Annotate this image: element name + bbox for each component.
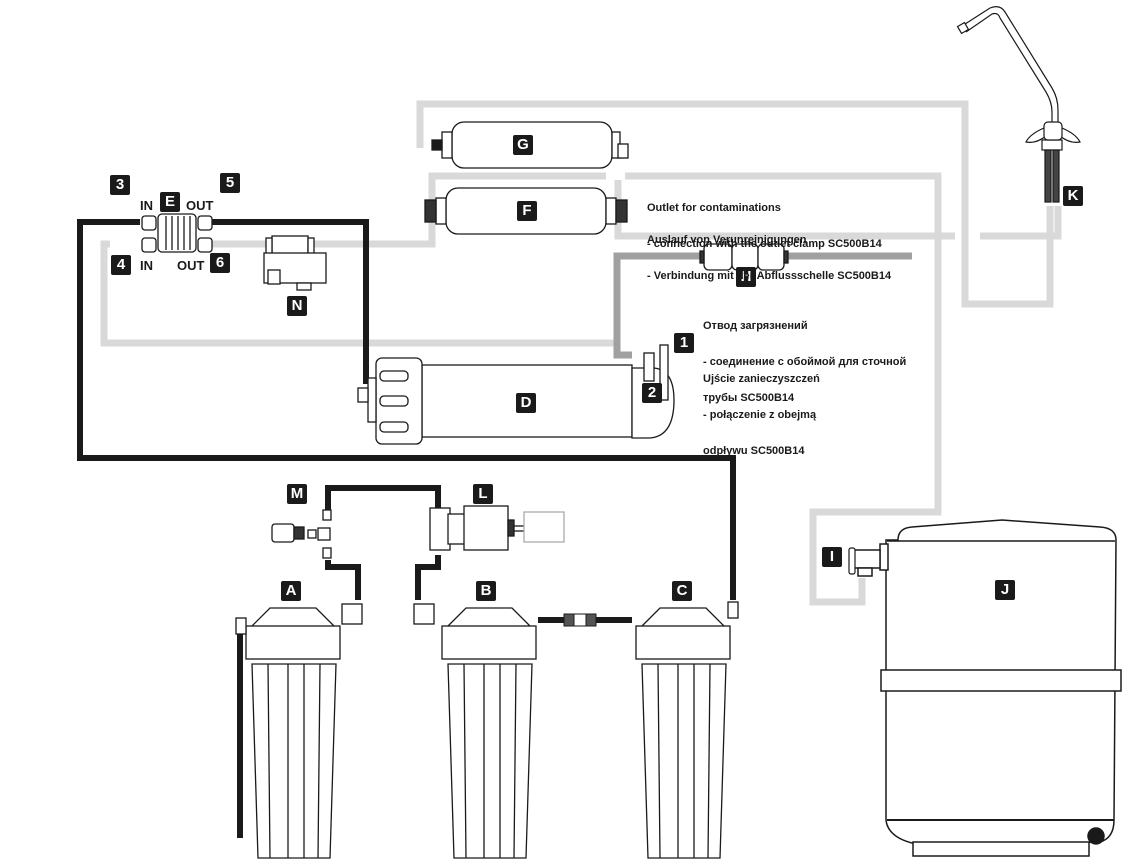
connector-bc — [563, 613, 597, 627]
label-f: F — [517, 201, 537, 221]
note-line: - connection with the outlet clamp SC500… — [647, 238, 882, 250]
port-6: 6 — [210, 253, 230, 273]
note-line: Ujście zanieczyszczeń — [703, 373, 820, 385]
note-line: - połączenie z obejmą — [703, 409, 817, 421]
label-h: H — [736, 267, 756, 287]
e-out-bottom-label: OUT — [177, 258, 205, 273]
product-tubing — [100, 100, 1062, 606]
label-a: A — [281, 581, 301, 601]
note-line: Outlet for contaminations — [647, 202, 781, 214]
note-line: Отвод загрязнений — [703, 320, 808, 332]
port-3: 3 — [110, 175, 130, 195]
note-line: Auslauf von Verunreinigungen — [647, 234, 807, 246]
housing-a — [235, 603, 363, 859]
label-n: N — [287, 296, 307, 316]
port-4: 4 — [111, 255, 131, 275]
note-line: - Verbindung mit der Abflussschelle SC50… — [647, 270, 892, 282]
faucet-k — [956, 6, 1081, 203]
label-g: G — [513, 135, 533, 155]
component-e — [141, 213, 213, 253]
e-in-bottom-label: IN — [140, 258, 153, 273]
label-d: D — [516, 393, 536, 413]
e-out-top-label: OUT — [186, 198, 214, 213]
filter-h — [699, 243, 789, 271]
note-line: - соединение с обоймой для сточной — [703, 356, 907, 368]
port-2: 2 — [642, 383, 662, 403]
label-l: L — [473, 484, 493, 504]
label-m: M — [287, 484, 307, 504]
note-outlet-de: Auslauf von Verunreinigungen - Verbindun… — [647, 210, 891, 294]
valve-i — [848, 547, 856, 575]
note-outlet-ru: Отвод загрязнений - соединение с обоймой… — [703, 296, 906, 416]
label-b: B — [476, 581, 496, 601]
label-j: J — [995, 580, 1015, 600]
label-k: K — [1063, 186, 1083, 206]
drain-tubing — [613, 252, 912, 359]
e-in-top-label: IN — [140, 198, 153, 213]
label-i: I — [822, 547, 842, 567]
note-outlet-pl: Ujście zanieczyszczeń - połączenie z obe… — [703, 349, 820, 469]
housing-b — [413, 603, 537, 859]
feed-tubing — [77, 219, 736, 838]
housing-c — [635, 601, 739, 859]
port-1: 1 — [674, 333, 694, 353]
pump-l — [429, 505, 565, 551]
port-5: 5 — [220, 173, 240, 193]
component-n — [263, 235, 327, 291]
note-line: odpływu SC500B14 — [703, 445, 805, 457]
label-e: E — [160, 192, 180, 212]
note-line: трубы SC500B14 — [703, 392, 795, 404]
note-outlet-en: Outlet for contaminations - connection w… — [647, 178, 882, 262]
membrane-housing-d — [357, 344, 675, 445]
tank-j — [851, 519, 1122, 857]
label-c: C — [672, 581, 692, 601]
component-m — [271, 509, 332, 559]
